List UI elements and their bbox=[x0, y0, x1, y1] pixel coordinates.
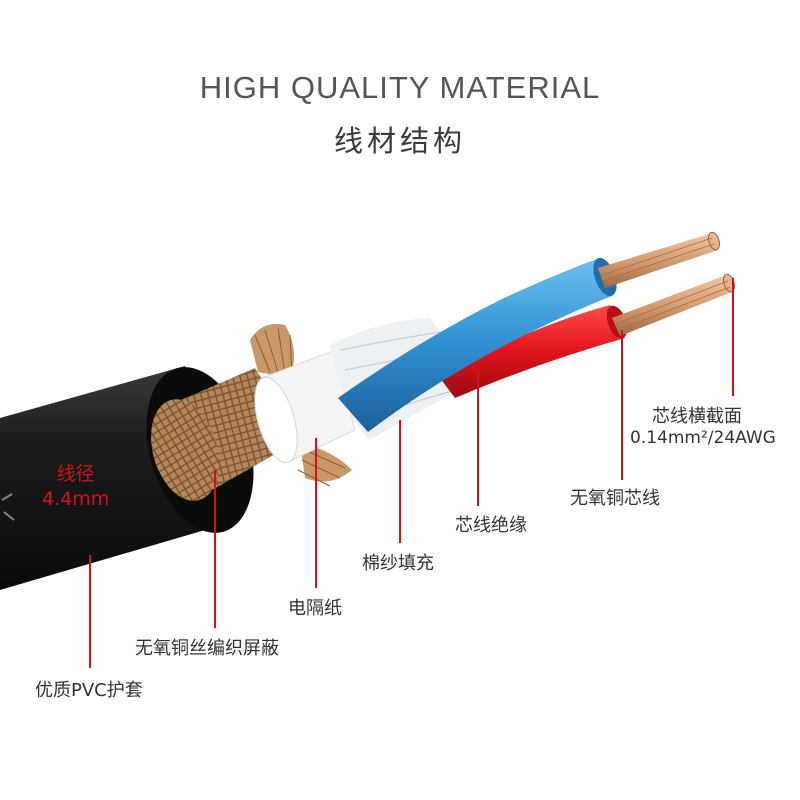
shield-label: 无氧铜丝编织屏蔽 bbox=[135, 638, 279, 659]
pointer-lines bbox=[89, 278, 734, 668]
filler-label: 棉纱填充 bbox=[362, 553, 434, 574]
cross-section-label: 芯线横截面 bbox=[652, 406, 742, 427]
cross-section-value: 0.14mm²/24AWG bbox=[630, 428, 776, 448]
insulation-label: 芯线绝缘 bbox=[455, 515, 527, 536]
paper-label: 电隔纸 bbox=[288, 598, 342, 619]
page-title: HIGH QUALITY MATERIAL bbox=[199, 70, 601, 105]
copper-conductors bbox=[598, 231, 736, 336]
conductor-label: 无氧铜芯线 bbox=[570, 488, 660, 509]
page-subtitle: 线材结构 bbox=[333, 124, 466, 158]
diameter-value: 4.4mm bbox=[42, 488, 110, 510]
diameter-annotation: 线径 4.4mm bbox=[42, 462, 109, 512]
paper-layer bbox=[254, 349, 356, 464]
diameter-label: 线径 bbox=[56, 463, 95, 485]
jacket-label: 优质PVC护套 bbox=[35, 680, 143, 701]
